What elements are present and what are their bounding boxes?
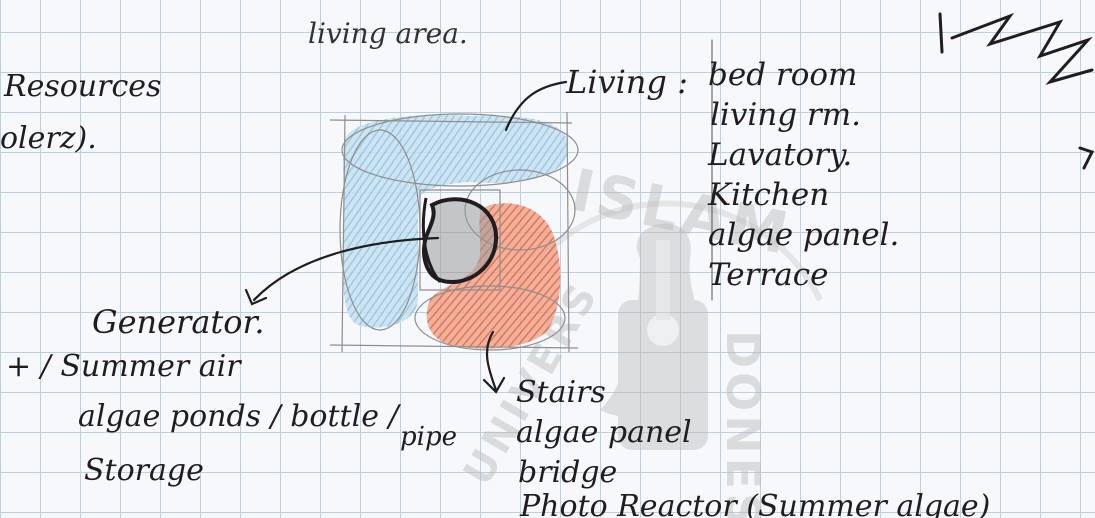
stairs-line-2: algae panel <box>516 418 692 448</box>
clipped-note: olerz). <box>0 124 97 154</box>
living-room-item: Lavatory. <box>708 140 948 171</box>
living-label: Living : <box>566 66 688 98</box>
living-room-item: algae panel. <box>708 220 948 251</box>
generator-line-1: + / Summer air <box>6 352 241 382</box>
stairs-line-1: Stairs <box>516 378 606 408</box>
generator-line-3: Storage <box>84 456 204 486</box>
stairs-line-3: bridge <box>518 458 617 488</box>
scribble-edge-mark <box>1080 148 1092 168</box>
generator-line-2: algae ponds / bottle / <box>78 402 399 432</box>
living-room-item: Terrace <box>708 260 948 291</box>
scribble-bar <box>940 14 942 52</box>
title-note: living area. <box>308 20 468 48</box>
scribble-zigzag <box>952 16 1092 82</box>
living-room-item: Kitchen <box>708 180 948 211</box>
living-room-item: living rm. <box>710 100 948 131</box>
generator-title: Generator. <box>92 306 265 338</box>
corner-scribble <box>940 14 1092 168</box>
resources-note: Resources <box>4 72 161 102</box>
generator-core <box>424 199 496 282</box>
living-room-list: bed room living rm. Lavatory. Kitchen al… <box>708 60 948 300</box>
generator-line-2-tail: pipe <box>400 424 457 450</box>
stairs-line-4: Photo Reactor (Summer algae) <box>520 492 990 518</box>
living-room-item: bed room <box>708 60 948 91</box>
